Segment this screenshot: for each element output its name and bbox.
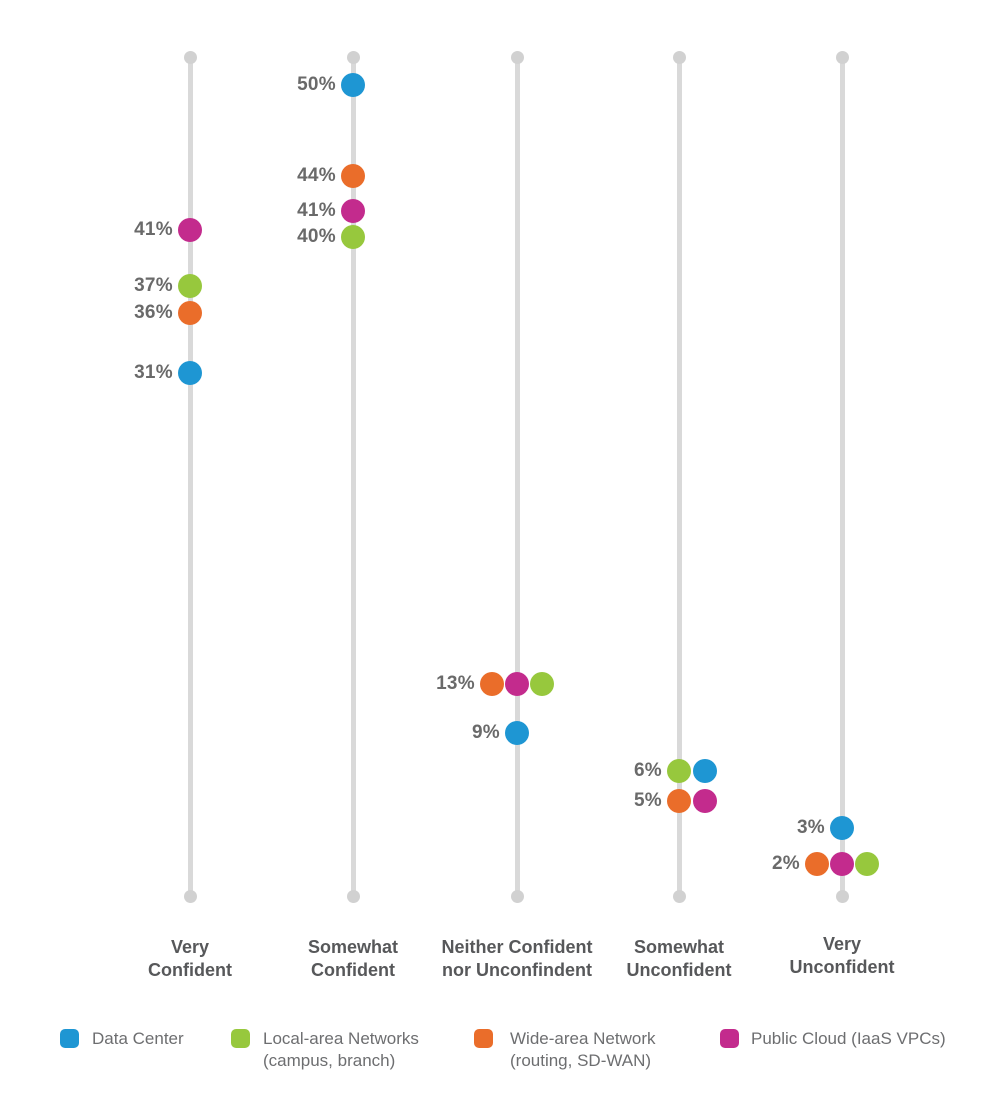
category-spine [839,57,845,896]
dot-lan [855,852,879,876]
category-label-line: Somewhat [633,937,725,957]
dot-dc [830,816,854,840]
value-label: 3% [796,817,825,838]
category-label-line: Very [170,937,210,957]
spine-cap-bottom [835,889,849,903]
category-label-line: Neither Confident [441,937,593,957]
value-label: 5% [633,790,662,811]
dot-wan [667,789,691,813]
legend-label-line: Data Center [92,1029,184,1048]
legend-swatch-dc [60,1029,79,1048]
spine-cap-top [183,50,197,64]
category-spine [514,57,520,896]
legend-label-dc: Data Center [92,1028,184,1050]
dot-pc [341,199,365,223]
dot-lan [530,672,554,696]
category-label-line: Very [822,934,862,954]
value-label: 37% [134,275,173,296]
category-spine [350,57,356,896]
dot-dc [693,759,717,783]
spine-cap-top [346,50,360,64]
dot-dc [178,361,202,385]
category-label-line: Confident [148,960,232,980]
legend-label-line: (routing, SD-WAN) [510,1051,652,1070]
dot-pc [693,789,717,813]
dot-pc [830,852,854,876]
value-label: 50% [297,74,336,95]
legend-label-line: (campus, branch) [263,1051,396,1070]
category-label-line: Confident [311,960,395,980]
dot-lan [667,759,691,783]
dot-wan [178,301,202,325]
category-label: Neither Confident nor Unconfindent [397,936,637,982]
spine-cap-bottom [672,889,686,903]
value-label: 13% [436,673,475,694]
legend-swatch-wan [474,1029,493,1048]
value-label: 36% [134,302,173,323]
spine-cap-bottom [183,889,197,903]
spine-cap-top [510,50,524,64]
value-label: 40% [297,226,336,247]
value-label: 44% [297,165,336,186]
dot-wan [805,852,829,876]
legend-swatch-lan [231,1029,250,1048]
dot-pc [505,672,529,696]
value-label: 41% [297,200,336,221]
category-spine [676,57,682,896]
legend-label-line: Public Cloud (IaaS VPCs) [751,1029,946,1048]
category-label-line: Somewhat [307,937,399,957]
category-label-line: nor Unconfindent [442,960,592,980]
dot-dc [341,73,365,97]
legend-label-wan: Wide-area Network (routing, SD-WAN) [510,1028,656,1072]
value-label: 31% [134,362,173,383]
category-label-line: Unconfident [626,960,732,980]
spine-cap-top [835,50,849,64]
dot-lan [178,274,202,298]
dot-lan [341,225,365,249]
spine-cap-bottom [346,889,360,903]
legend-label-line: Wide-area Network [510,1029,656,1048]
value-label: 6% [633,760,662,781]
category-label-line: Unconfident [789,957,895,977]
legend-swatch-pc [720,1029,739,1048]
dot-pc [178,218,202,242]
dot-wan [480,672,504,696]
spine-cap-bottom [510,889,524,903]
dot-dc [505,721,529,745]
dot-wan [341,164,365,188]
value-label: 9% [471,722,500,743]
value-label: 2% [771,853,800,874]
category-spine [187,57,193,896]
value-label: 41% [134,219,173,240]
legend-label-lan: Local-area Networks (campus, branch) [263,1028,419,1072]
legend-label-line: Local-area Networks [263,1029,419,1048]
spine-cap-top [672,50,686,64]
legend-label-pc: Public Cloud (IaaS VPCs) [751,1028,946,1050]
